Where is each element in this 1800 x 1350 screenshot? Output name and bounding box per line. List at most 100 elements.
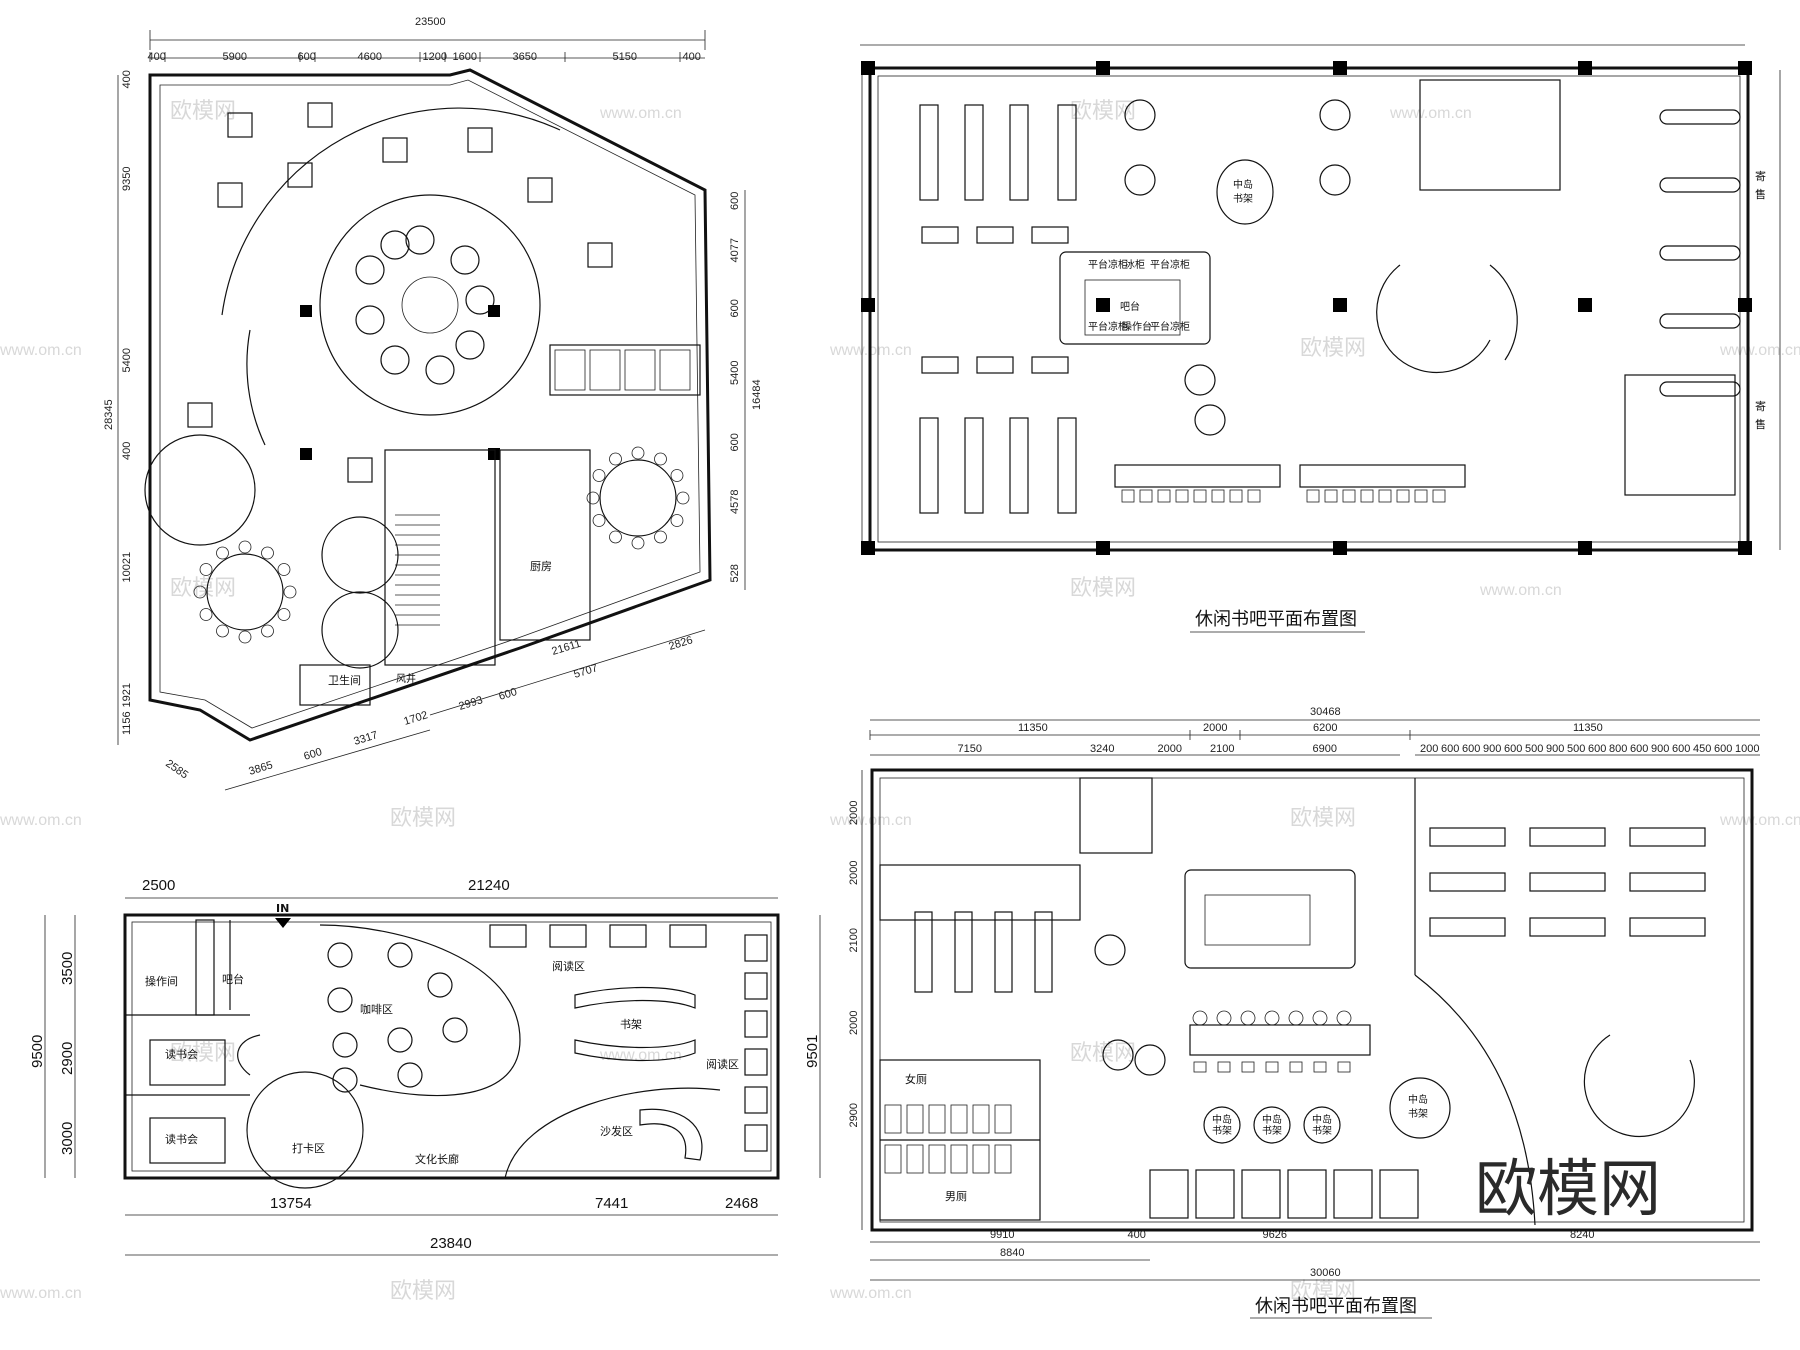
chair <box>261 624 274 638</box>
table-square <box>307 102 333 128</box>
dim-text: 9626 <box>1263 1229 1287 1241</box>
reading-desk <box>1429 917 1506 937</box>
dim-text: 2100 <box>1210 743 1234 755</box>
round-shelf-label: 书架 <box>1212 1125 1232 1137</box>
dim-text: 9350 <box>121 167 133 191</box>
plan-d-reading-tables <box>1094 934 1166 1076</box>
chair <box>1241 1061 1255 1073</box>
table-square <box>217 182 243 208</box>
table-square <box>527 177 553 203</box>
dim-text: 4600 <box>358 51 382 63</box>
dim-text: 1000 <box>1735 743 1759 755</box>
table-square <box>287 162 313 188</box>
stool <box>1139 489 1153 503</box>
toilet-stall <box>928 1104 946 1134</box>
toilet-stall <box>906 1144 924 1174</box>
tree <box>465 285 495 315</box>
toilet-stall <box>928 1144 946 1174</box>
dim-text: 600 <box>497 686 518 703</box>
dim-text: 5707 <box>572 662 599 681</box>
reading-table <box>744 934 768 962</box>
bench <box>1659 381 1741 397</box>
reading-table <box>744 972 768 1000</box>
plan-d-left-bookshelves <box>914 827 1706 993</box>
plan-a-right-total: 16484 <box>751 379 763 410</box>
plan-b-bar-label: 吧台 <box>1120 300 1140 313</box>
dim-text: 2100 <box>848 928 860 952</box>
plan-b-island-label-1: 中岛 <box>1233 178 1253 191</box>
stool <box>1216 1010 1232 1026</box>
dim-text: 600 <box>1462 743 1480 755</box>
dim-text: 600 <box>1588 743 1606 755</box>
stool <box>1247 489 1261 503</box>
plan-a-stair-treads <box>395 514 440 626</box>
round-shelf-label: 书架 <box>1262 1125 1282 1137</box>
chair <box>586 491 600 505</box>
plan-c-entry-label: IN <box>276 902 289 915</box>
reading-table <box>744 1124 768 1152</box>
chair <box>193 585 207 599</box>
reading-desk <box>1629 827 1706 847</box>
bookshelf <box>964 104 984 201</box>
dim-text: 3865 <box>247 759 274 778</box>
dim-text: 600 <box>1714 743 1732 755</box>
plan-c-gallery-label: 文化长廊 <box>415 1152 459 1166</box>
plan-d-men-label: 男厕 <box>945 1190 967 1203</box>
dim-text: 2993 <box>457 694 484 713</box>
dim-text: 600 <box>1441 743 1459 755</box>
dim-text: 1200 <box>423 51 447 63</box>
dim-text: 200 <box>1420 743 1438 755</box>
chair <box>1289 1061 1303 1073</box>
dim-text: 11350 <box>1018 722 1048 734</box>
plan-c-right-total: 9501 <box>804 1035 821 1068</box>
table <box>921 226 959 244</box>
coffee-table <box>332 1032 358 1058</box>
plan-c-top-right-dim: 21240 <box>468 877 510 894</box>
table <box>921 356 959 374</box>
plan-c-bottom-total: 23840 <box>430 1235 472 1252</box>
structural-column <box>1096 541 1110 555</box>
plan-d-women-label: 女厕 <box>905 1072 927 1086</box>
dim-text: 400 <box>148 51 166 63</box>
coffee-table <box>332 1067 358 1093</box>
plan-b-bar-item-3: 平台凉柜 <box>1150 258 1190 271</box>
plan-c-book1-label: 读书会 <box>165 1047 198 1061</box>
dim-text: 3650 <box>513 51 537 63</box>
dim-text: 4578 <box>729 490 741 514</box>
plan-b-table-sets <box>921 99 1741 503</box>
chair <box>631 446 645 460</box>
coffee-table <box>397 1062 423 1088</box>
watermark-url: www.om.cn <box>0 342 82 359</box>
plan-b-island-label-2: 书架 <box>1233 193 1253 205</box>
chair <box>277 608 291 621</box>
coffee-table <box>387 1027 413 1053</box>
round-table <box>1124 99 1156 131</box>
reading-table <box>489 924 527 948</box>
chair <box>670 514 684 527</box>
watermark-layer: 欧模网 www.om.cn 欧模网 www.om.cn www.om.cn ww… <box>0 99 1800 1304</box>
corner-brand-watermark: 欧模网 <box>1475 1152 1661 1225</box>
plan-b-bar-item-2: 冰柜 <box>1125 258 1145 271</box>
chair <box>238 630 252 644</box>
structural-column <box>1578 298 1592 312</box>
reading-desk <box>1629 872 1706 892</box>
toilet-stall <box>994 1104 1012 1134</box>
plan-a-bottom-total: 21611 <box>550 638 582 658</box>
watermark-url: www.om.cn <box>829 1285 912 1302</box>
plan-a-kitchen-label: 厨房 <box>530 560 552 573</box>
structural-column <box>861 61 875 75</box>
stool <box>1336 1010 1352 1026</box>
coffee-table <box>442 1017 468 1043</box>
round-table <box>1319 99 1351 131</box>
watermark-brand: 欧模网 <box>1070 576 1136 601</box>
toilet-stall <box>884 1104 902 1134</box>
dim-text: 5400 <box>121 348 133 372</box>
dim-text: 400 <box>121 70 133 88</box>
dim-text: 2000 <box>1203 722 1227 734</box>
table-square <box>227 112 253 138</box>
bookshelf <box>1057 104 1077 201</box>
table-square <box>382 137 408 163</box>
